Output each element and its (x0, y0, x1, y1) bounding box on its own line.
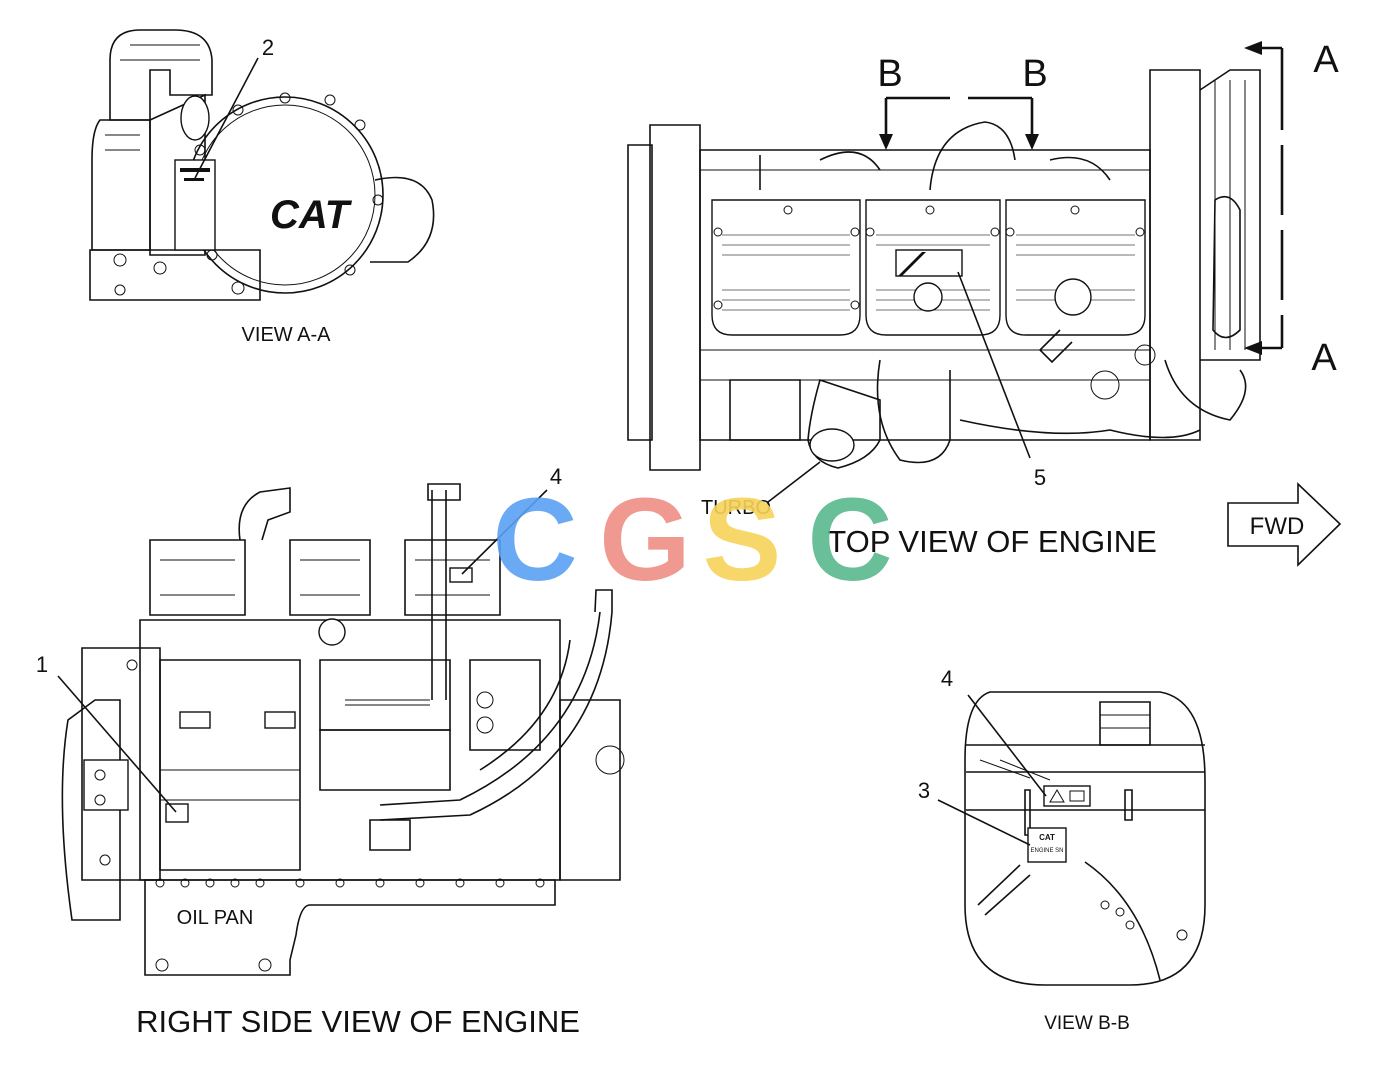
oil-pan-label: OIL PAN (177, 907, 254, 929)
turbo-label: TURBO (701, 497, 771, 519)
watermark-letter-3: S (703, 474, 782, 606)
top-view-drawing (627, 41, 1284, 503)
watermark-letter-1: C (492, 474, 577, 606)
section-a-top: A (1313, 39, 1339, 81)
section-b-right: B (1022, 53, 1047, 95)
cat-plate-line2: ENGINE SN (1030, 848, 1063, 854)
fwd-label: FWD (1250, 513, 1305, 540)
watermark-letter-4: C (807, 474, 892, 606)
callout-4-bb: 4 (941, 666, 953, 691)
top-view-title: TOP VIEW OF ENGINE (827, 524, 1157, 559)
fwd-arrow-icon (1227, 482, 1342, 567)
valve-covers (711, 199, 1146, 336)
section-a-bottom: A (1311, 337, 1337, 379)
callout-4-side: 4 (550, 464, 562, 489)
section-b-left: B (877, 53, 902, 95)
view-bb-label: VIEW B-B (1044, 1013, 1130, 1034)
cat-plate-logo: CAT (1039, 833, 1055, 842)
right-side-view-drawing (57, 483, 625, 976)
view-aa-drawing: CAT (89, 29, 435, 301)
watermark-letter-2: G (599, 474, 691, 606)
callout-1: 1 (36, 652, 48, 677)
callout-3: 3 (918, 778, 930, 803)
right-side-view-title: RIGHT SIDE VIEW OF ENGINE (136, 1004, 580, 1039)
callout-5: 5 (1034, 465, 1046, 490)
view-bb-drawing: CAT ENGINE SN (937, 691, 1206, 986)
cgsc-watermark: C G S C (492, 474, 892, 606)
view-aa-label: VIEW A-A (242, 324, 332, 346)
callout-2: 2 (262, 35, 274, 60)
cat-cover-logo: CAT (270, 193, 353, 237)
